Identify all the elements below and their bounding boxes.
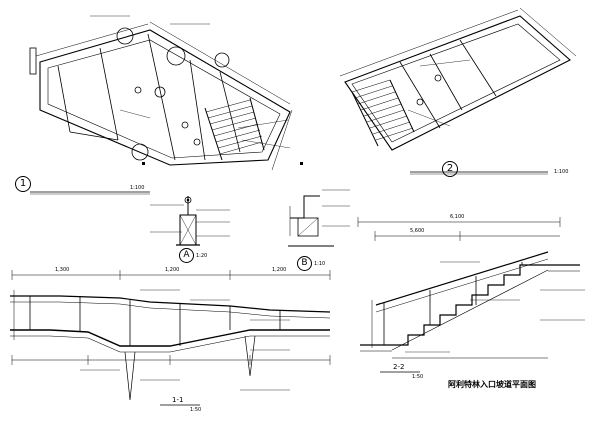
plan-2-scale: 1:100: [554, 169, 569, 175]
view-bubble-plan-2: 2: [442, 161, 458, 177]
view-number-1: 1: [19, 178, 27, 189]
detail-a-drawing: [150, 196, 230, 246]
dimension-text: 1,300: [55, 267, 70, 273]
plan-2-drawing: [339, 7, 577, 175]
detail-letter-a: A: [183, 250, 190, 260]
section-2-2-drawing: [357, 217, 585, 373]
section-2-2-name: 2-2: [393, 363, 405, 371]
dimension-text: 1,200: [165, 267, 180, 273]
section-1-1-drawing: [10, 270, 331, 406]
view-bubble-plan-1: 1: [15, 176, 31, 192]
view-number-2: 2: [446, 163, 454, 174]
section-1-1-scale: 1:50: [190, 407, 202, 413]
dimension-text: 5,600: [410, 228, 425, 234]
detail-letter-b: B: [301, 258, 308, 268]
view-bubble-detail-b: B: [297, 256, 312, 271]
dimension-text: 6,100: [450, 214, 465, 220]
sheet-title: 阿利特林入口坡道平面图: [448, 379, 536, 389]
view-bubble-detail-a: A: [179, 248, 194, 263]
plan-1-scale: 1:100: [130, 185, 145, 191]
plan-1-drawing: [29, 15, 293, 195]
detail-a-scale: 1:20: [196, 253, 208, 259]
detail-b-drawing: [288, 189, 350, 247]
detail-b-scale: 1:10: [314, 261, 326, 267]
section-2-2-scale: 1:50: [412, 374, 424, 380]
section-1-1-name: 1-1: [172, 396, 184, 404]
dimension-text: 1,200: [272, 267, 287, 273]
